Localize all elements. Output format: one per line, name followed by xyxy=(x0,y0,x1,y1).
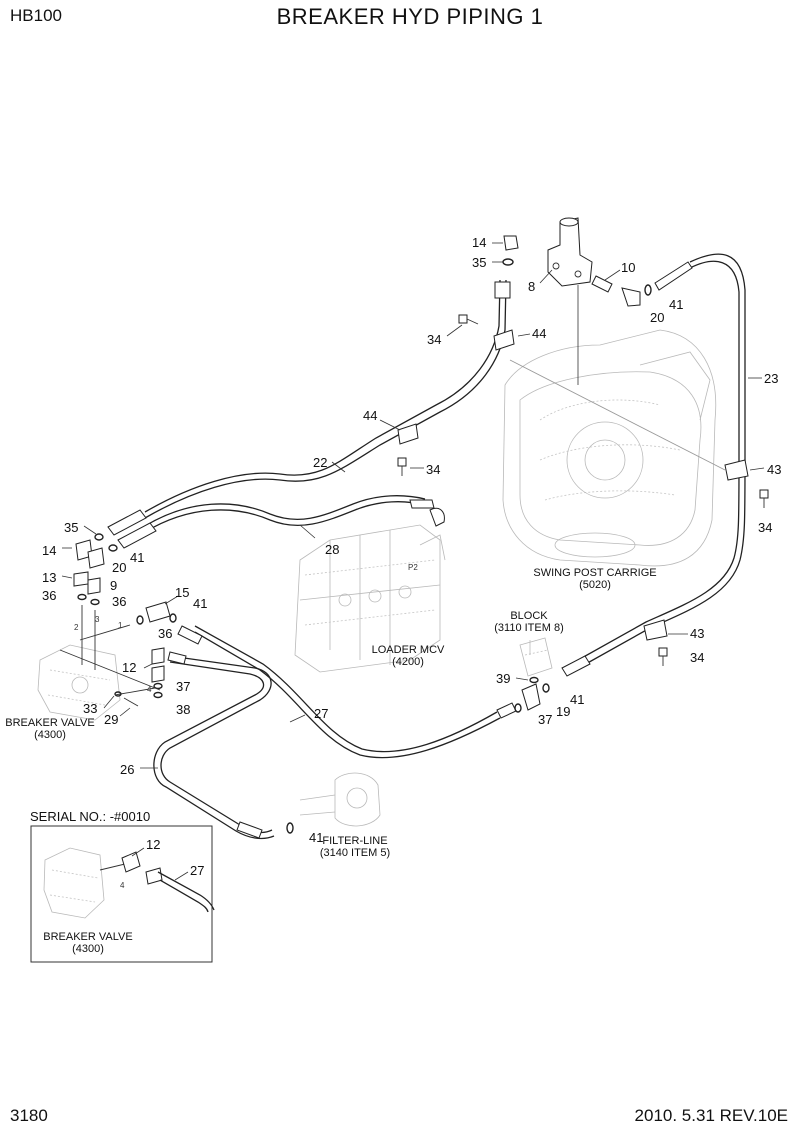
callout-12: 12 xyxy=(122,660,136,675)
callout-28: 28 xyxy=(325,542,339,557)
callout-23: 23 xyxy=(764,371,778,386)
inset-breaker-code: (4300) xyxy=(72,943,104,955)
filter-line-caption: FILTER-LINE xyxy=(322,835,387,847)
callout-43: 43 xyxy=(690,626,704,641)
filter-line-ghost xyxy=(299,772,381,827)
inset-mark-4: 4 xyxy=(120,881,125,890)
callout-35: 35 xyxy=(472,255,486,270)
callout-14: 14 xyxy=(472,235,486,250)
callout-41: 41 xyxy=(309,830,323,845)
loader-mcv-code: (4200) xyxy=(392,656,424,668)
callout-20: 20 xyxy=(112,560,126,575)
callout-8: 8 xyxy=(528,279,535,294)
mark-p2: P2 xyxy=(408,563,418,572)
leader-lines xyxy=(61,242,765,769)
inset-callout-12: 12 xyxy=(146,837,160,852)
callout-41: 41 xyxy=(193,596,207,611)
block-code: (3110 ITEM 8) xyxy=(494,622,564,634)
serial-label: SERIAL NO.: -#0010 xyxy=(30,809,150,824)
callout-14: 14 xyxy=(42,543,56,558)
callout-33: 33 xyxy=(83,701,97,716)
loader-mcv-ghost xyxy=(294,524,446,673)
callout-41: 41 xyxy=(669,297,683,312)
page-title: BREAKER HYD PIPING 1 xyxy=(276,4,544,29)
page-number: 3180 xyxy=(10,1106,48,1125)
callout-43: 43 xyxy=(767,462,781,477)
model-code: HB100 xyxy=(10,6,62,25)
inset-breaker-caption: BREAKER VALVE xyxy=(43,931,132,943)
inset-callout-27: 27 xyxy=(190,863,204,878)
callout-35: 35 xyxy=(64,520,78,535)
filter-line-code: (3140 ITEM 5) xyxy=(320,847,390,859)
callout-9: 9 xyxy=(110,578,117,593)
callout-34: 34 xyxy=(758,520,772,535)
swing-post-code: (5020) xyxy=(579,579,611,591)
block-caption: BLOCK xyxy=(510,610,548,622)
pipe-28 xyxy=(144,495,426,533)
revision-date: 2010. 5.31 REV.10E xyxy=(634,1106,788,1125)
callout-36: 36 xyxy=(158,626,172,641)
fittings xyxy=(73,235,652,834)
callout-37: 37 xyxy=(176,679,190,694)
swing-post-carriage-ghost xyxy=(502,329,717,567)
callout-44: 44 xyxy=(363,408,377,423)
mark-4: 4 xyxy=(147,685,152,694)
mark-1: 1 xyxy=(118,621,123,630)
bolts-34 xyxy=(397,314,769,666)
callout-22: 22 xyxy=(313,455,327,470)
callout-41: 41 xyxy=(130,550,144,565)
clamps xyxy=(397,329,749,641)
swing-post-bracket xyxy=(509,217,726,471)
callout-38: 38 xyxy=(176,702,190,717)
component-captions: SWING POST CARRIGE (5020) BLOCK (3110 IT… xyxy=(5,567,656,859)
callout-39: 39 xyxy=(496,671,510,686)
callout-15: 15 xyxy=(175,585,189,600)
block-ghost xyxy=(519,637,553,677)
callout-36: 36 xyxy=(42,588,56,603)
callout-27: 27 xyxy=(314,706,328,721)
callout-20: 20 xyxy=(650,310,664,325)
callout-34: 34 xyxy=(690,650,704,665)
callout-41: 41 xyxy=(570,692,584,707)
callout-10: 10 xyxy=(621,260,635,275)
mark-3: 3 xyxy=(95,615,100,624)
tiny-marks: 1 2 3 4 P2 xyxy=(74,563,418,694)
callout-29: 29 xyxy=(104,712,118,727)
pipe-23 xyxy=(570,253,746,671)
breaker-valve-ghost xyxy=(37,644,121,721)
pipe-26 xyxy=(153,655,275,840)
pipe-22 xyxy=(144,279,507,519)
part-callouts: 14 35 8 10 41 20 44 34 23 44 34 43 34 22… xyxy=(42,235,781,845)
hose-ends xyxy=(107,261,693,839)
callout-26: 26 xyxy=(120,762,134,777)
breaker-valve-guides xyxy=(59,605,161,696)
callout-34: 34 xyxy=(427,332,441,347)
swing-post-caption: SWING POST CARRIGE xyxy=(533,567,656,579)
serial-inset: SERIAL NO.: -#0010 4 12 27 BREAKER VALVE… xyxy=(30,809,215,963)
pipe-27 xyxy=(194,625,501,759)
breaker-valve-caption: BREAKER VALVE xyxy=(5,717,94,729)
callout-34: 34 xyxy=(426,462,440,477)
mark-2: 2 xyxy=(74,623,79,632)
callout-19: 19 xyxy=(556,704,570,719)
callout-36: 36 xyxy=(112,594,126,609)
callout-13: 13 xyxy=(42,570,56,585)
callout-44: 44 xyxy=(532,326,546,341)
loader-mcv-caption: LOADER MCV xyxy=(372,644,445,656)
breaker-valve-code: (4300) xyxy=(34,729,66,741)
callout-37: 37 xyxy=(538,712,552,727)
